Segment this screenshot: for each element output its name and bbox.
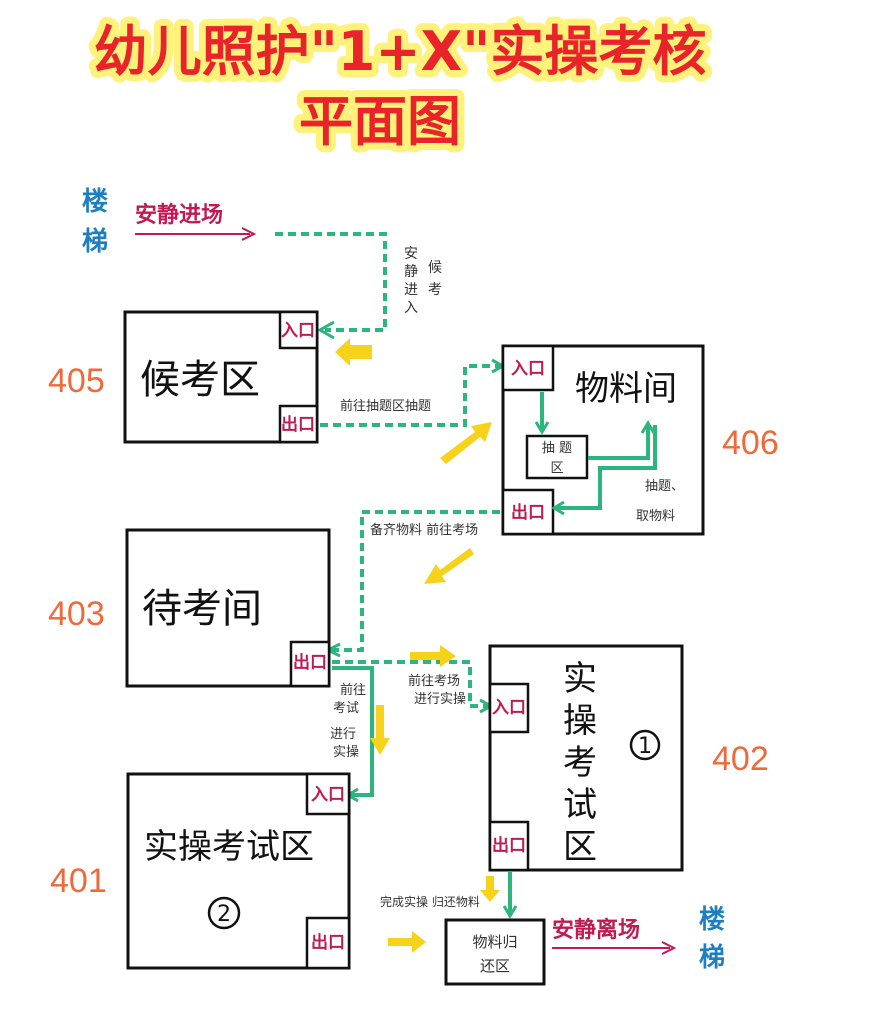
draw-area-line2: 区 [550, 461, 563, 476]
yellow-arrow-right-402 [410, 645, 456, 667]
note-go-402-b: 进行实操 [414, 691, 466, 707]
room-402-circle [629, 729, 661, 761]
note-wait: 候考 [428, 260, 442, 298]
room-401-entrance [305, 772, 351, 816]
note-to-draw: 前往抽题区抽题 [340, 398, 431, 414]
path-405-to-406 [320, 364, 500, 427]
yellow-arrow-401-to-return [388, 931, 426, 953]
path-406-inner-down-arrowhead [534, 421, 550, 435]
note-take-material: 取物料 [636, 509, 675, 524]
path-406-inner-right-up [588, 425, 650, 460]
path-to-405-arrowhead [316, 320, 335, 340]
title-line-1: 幼儿照护"1+X"实操考核 [94, 20, 707, 83]
room-402-name: 实操考试区 [563, 659, 597, 867]
room-401-circled-number: 2 [217, 902, 231, 927]
room-406-exit [501, 488, 555, 536]
title-line-2: 平面图 [299, 90, 461, 153]
stairs-bottom-char-2: 梯 [699, 943, 725, 973]
return-area-line1: 物料归 [472, 933, 517, 951]
draw-area-box [525, 434, 589, 480]
room-401-exit [305, 916, 351, 970]
return-area-line2: 还区 [480, 957, 510, 975]
room-403-exit [289, 640, 331, 688]
room-402-entrance [488, 682, 530, 734]
path-406-to-exit [556, 425, 657, 510]
path-406-inner-right-up-arrowhead [640, 420, 656, 434]
room-402-number: 402 [712, 740, 769, 778]
room-401-number: 401 [50, 862, 107, 900]
room-403-number: 403 [48, 595, 105, 633]
path-to-405 [275, 232, 387, 332]
enter-quiet-label: 安静进场 [135, 202, 223, 228]
room-406-name: 物料间 [575, 369, 677, 409]
draw-area-line1: 抽 题 [542, 441, 572, 456]
note-draw-take: 抽题、 [645, 479, 684, 494]
note-go-402-a: 前往考场 [408, 673, 460, 689]
stairs-top-char-2: 梯 [82, 227, 108, 257]
room-405-exit-label: 出口 [281, 414, 315, 435]
stairs-top-char-1: 楼 [82, 187, 108, 217]
exit-quiet-arrowhead [661, 941, 677, 955]
stairs-bottom-char-1: 楼 [699, 905, 725, 935]
note-prepare-go: 备齐物料 前往考场 [370, 522, 478, 538]
room-401-entrance-label: 入口 [311, 785, 345, 805]
room-402-entrance-label: 入口 [492, 698, 526, 718]
yellow-arrow-to-406 [440, 422, 492, 464]
path-406-to-exit-arrowhead [551, 500, 565, 516]
room-402-circled-number: 1 [638, 734, 652, 759]
room-403-name: 待考间 [142, 586, 262, 632]
yellow-arrow-down-401 [370, 705, 390, 755]
room-405-entrance-label: 入口 [281, 321, 315, 341]
room-405-entrance [278, 310, 319, 350]
note-finish-return: 完成实操 归还物料 [380, 894, 480, 909]
note-go-401-b: 考试 [333, 701, 359, 716]
room-406-exit-label: 出口 [511, 502, 545, 523]
yellow-arrow-to-403 [424, 548, 474, 584]
path-402-to-return-arrowhead [502, 905, 518, 919]
room-403-exit-label: 出口 [293, 652, 327, 673]
note-quiet-enter: 安静进入 [404, 246, 418, 316]
room-406-entrance [501, 344, 555, 392]
note-go-401-c: 进行 [330, 727, 356, 742]
yellow-arrow-402-to-return [480, 876, 500, 902]
material-return-area [444, 918, 546, 986]
room-401-name: 实操考试区 [144, 827, 314, 867]
yellow-arrow-to-405 [335, 338, 372, 366]
room-401-circle [207, 896, 241, 930]
room-405-exit [278, 404, 319, 444]
room-405-number: 405 [48, 362, 105, 400]
room-406-number: 406 [722, 424, 779, 462]
room-405-name: 候考区 [140, 357, 260, 403]
enter-quiet-arrowhead [241, 227, 257, 241]
note-go-401-a: 前往 [340, 682, 366, 698]
room-406-entrance-label: 入口 [511, 359, 545, 379]
path-403-to-401 [332, 666, 374, 797]
room-402-exit [488, 820, 530, 872]
room-401-exit-label: 出口 [311, 932, 345, 953]
room-402-exit-label: 出口 [492, 835, 526, 856]
exit-quiet-label: 安静离场 [552, 917, 640, 943]
path-403-to-402 [332, 660, 488, 708]
note-go-401-d: 实操 [333, 744, 359, 760]
path-406-to-403 [330, 510, 500, 652]
